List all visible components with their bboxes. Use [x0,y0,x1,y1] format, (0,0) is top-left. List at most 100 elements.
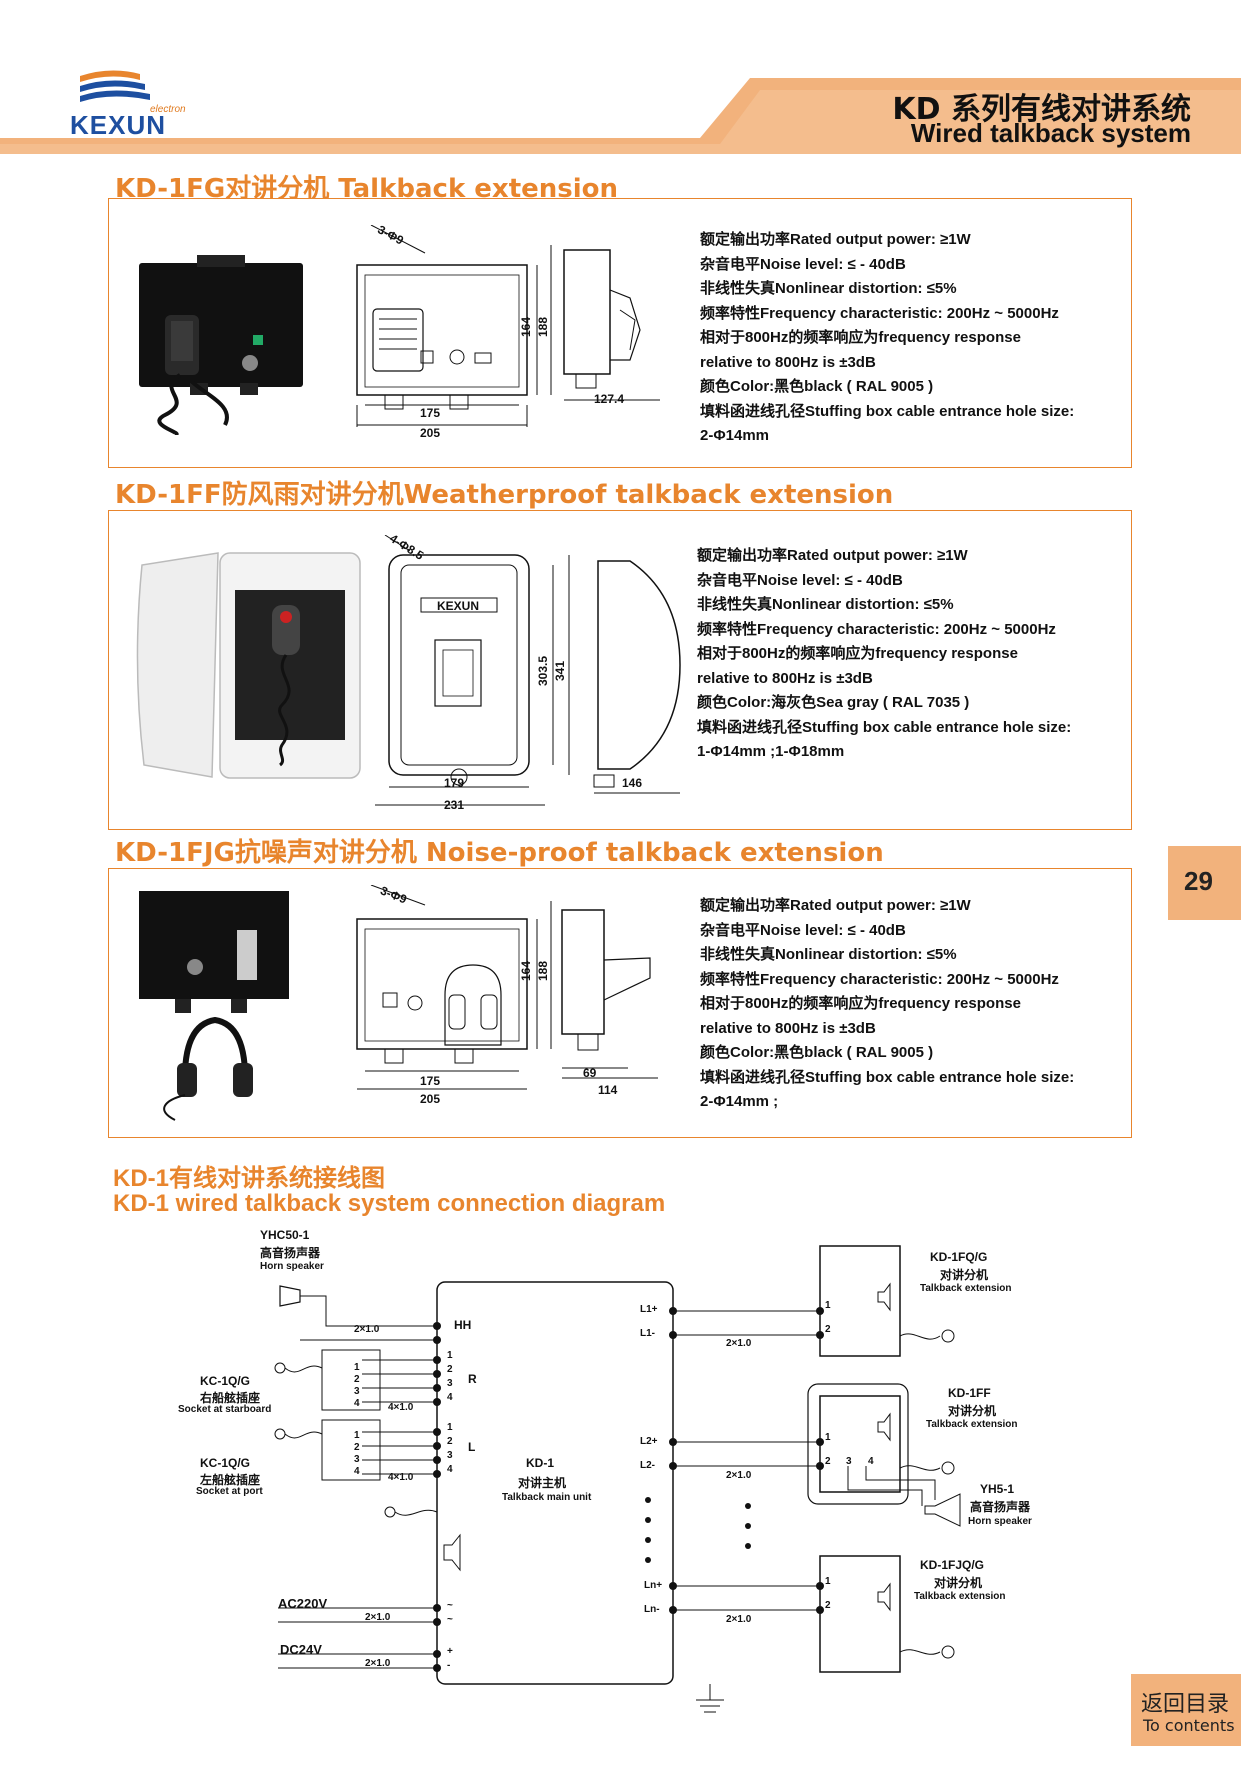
ext1-pin-2: 2 [825,1324,831,1335]
s2-specs: 额定输出功率Rated output power: ≥1W 杂音电平Noise … [697,544,1071,765]
socket-r-cn: 右船舷插座 [200,1391,261,1405]
s1-spec-line: relative to 800Hz is ±3dB [700,353,876,371]
socket-l-model: KC-1Q/G [200,1456,251,1470]
horn-right-en: Horn speaker [968,1516,1032,1527]
section-2-title: KD-1FF防风雨对讲分机Weatherproof talkback exten… [115,480,894,510]
cable-ac: 2×1.0 [365,1612,391,1623]
page-number: 29 [1184,866,1213,896]
kd1fg-front-drawing [356,225,552,427]
s3-specs: 额定输出功率Rated output power: ≥1W 杂音电平Noise … [700,894,1074,1115]
kd1ff-front-drawing [375,535,570,806]
ext3-cn: 对讲分机 [934,1576,983,1590]
cable-ln: 2×1.0 [726,1614,752,1625]
kd1fjg-side-drawing [561,909,658,1079]
s2-h-inner: 303.5 [536,655,551,687]
ext2-pin-2: 2 [825,1456,831,1467]
pin-r-1: 1 [354,1362,360,1373]
pin-l-2: 2 [354,1442,360,1453]
kd1fg-product-photo [139,255,303,435]
label-l: L [468,1440,476,1454]
term-ac-1: ~ [447,1600,453,1611]
horn-left-en: Horn speaker [260,1261,324,1272]
main-unit-en: Talkback main unit [502,1492,592,1503]
s2-spec-line: 颜色Color:海灰色Sea gray ( RAL 7035 ) [697,694,970,711]
socket-r-en: Socket at starboard [178,1404,272,1415]
connection-diagram [274,1245,961,1713]
s1-spec-line: 杂音电平Noise level: ≤ - 40dB [700,255,906,273]
pin-r-4: 4 [354,1398,360,1409]
label-l1p: L1+ [640,1304,658,1315]
s2-spec-line: 相对于800Hz的频率响应为frequency response [697,645,1018,662]
kd1ff-product-photo [136,552,361,779]
term-r-3: 3 [447,1378,453,1389]
s3-spec-line: 杂音电平Noise level: ≤ - 40dB [700,921,906,939]
ext2-cn: 对讲分机 [948,1404,997,1418]
ext3-en: Talkback extension [914,1591,1006,1602]
s3-spec-line: relative to 800Hz is ±3dB [700,1019,876,1037]
s1-h-inner: 164 [519,316,534,338]
s3-h-outer: 188 [536,960,551,982]
kd1fjg-front-drawing [356,885,552,1090]
term-dc-minus: - [447,1660,451,1671]
cable-l: 4×1.0 [388,1472,414,1483]
cable-dc: 2×1.0 [365,1658,391,1669]
page-title-en: Wired talkback system [910,118,1191,148]
main-unit-cn: 对讲主机 [518,1476,567,1490]
label-l1m: L1- [640,1328,655,1339]
term-l-4: 4 [447,1464,453,1475]
header-band [0,78,1241,154]
s2-brand-label: KEXUN [437,599,480,613]
ext3-model: KD-1FJQ/G [920,1558,985,1572]
page-number-tab [1168,846,1241,920]
s2-spec-line: 填料函进线孔径Stuffing box cable entrance hole … [697,718,1072,736]
term-dc-plus: + [447,1646,453,1657]
ext2-en: Talkback extension [926,1419,1018,1430]
back-to-contents-en[interactable]: To contents [1143,1716,1235,1735]
s2-h-outer: 341 [553,660,568,682]
s3-depth-a: 69 [583,1066,597,1080]
s1-h-outer: 188 [536,316,551,338]
s3-spec-line: 相对于800Hz的频率响应为frequency response [700,995,1021,1012]
cable-l1: 2×1.0 [726,1338,752,1349]
ext1-model: KD-1FQ/G [930,1250,988,1264]
back-to-contents-cn[interactable]: 返回目录 [1141,1692,1230,1717]
kexun-logo-icon [80,70,150,102]
s2-spec-line: 杂音电平Noise level: ≤ - 40dB [697,571,903,589]
s2-w-outer: 231 [444,798,465,812]
s3-spec-line: 填料函进线孔径Stuffing box cable entrance hole … [700,1068,1075,1086]
s2-depth: 146 [622,776,643,790]
ext2-pin-4: 4 [868,1456,874,1467]
diagram-title-en: KD-1 wired talkback system connection di… [113,1190,666,1217]
horn-right-model: YH5-1 [980,1482,1015,1496]
pin-r-3: 3 [354,1386,360,1397]
ext1-cn: 对讲分机 [940,1268,989,1282]
ext1-pin-1: 1 [825,1300,831,1311]
s1-spec-line: 非线性失真Nonlinear distortion: ≤5% [700,280,957,297]
term-ac-2: ~ [447,1614,453,1625]
s3-w-inner: 175 [420,1074,441,1088]
label-ac220v: AC220V [278,1596,328,1611]
ext2-pin-3: 3 [846,1456,852,1467]
cable-r: 4×1.0 [388,1402,414,1413]
s2-spec-line: relative to 800Hz is ±3dB [697,669,873,687]
s2-spec-line: 1-Φ14mm ;1-Φ18mm [697,743,845,760]
s3-spec-line: 非线性失真Nonlinear distortion: ≤5% [700,946,957,963]
horn-right-cn: 高音扬声器 [970,1500,1031,1514]
kd1fjg-product-photo [139,891,289,1121]
label-l2p: L2+ [640,1436,658,1447]
term-l-2: 2 [447,1436,453,1447]
ext2-pin-1: 1 [825,1432,831,1443]
s3-spec-line: 额定输出功率Rated output power: ≥1W [700,897,971,914]
s1-w-outer: 205 [420,426,441,440]
label-hh: HH [454,1318,472,1332]
label-r: R [468,1372,477,1386]
back-to-contents-button[interactable] [1131,1674,1241,1746]
label-lnp: Ln+ [644,1580,663,1591]
pin-l-4: 4 [354,1466,360,1477]
s2-spec-line: 频率特性Frequency characteristic: 200Hz ~ 50… [697,620,1056,638]
term-r-2: 2 [447,1364,453,1375]
ext3-pin-1: 1 [825,1576,831,1587]
s1-specs: 额定输出功率Rated output power: ≥1W 杂音电平Noise … [700,228,1074,449]
s2-spec-line: 额定输出功率Rated output power: ≥1W [697,547,968,564]
logo-subtext: electron [150,104,186,115]
